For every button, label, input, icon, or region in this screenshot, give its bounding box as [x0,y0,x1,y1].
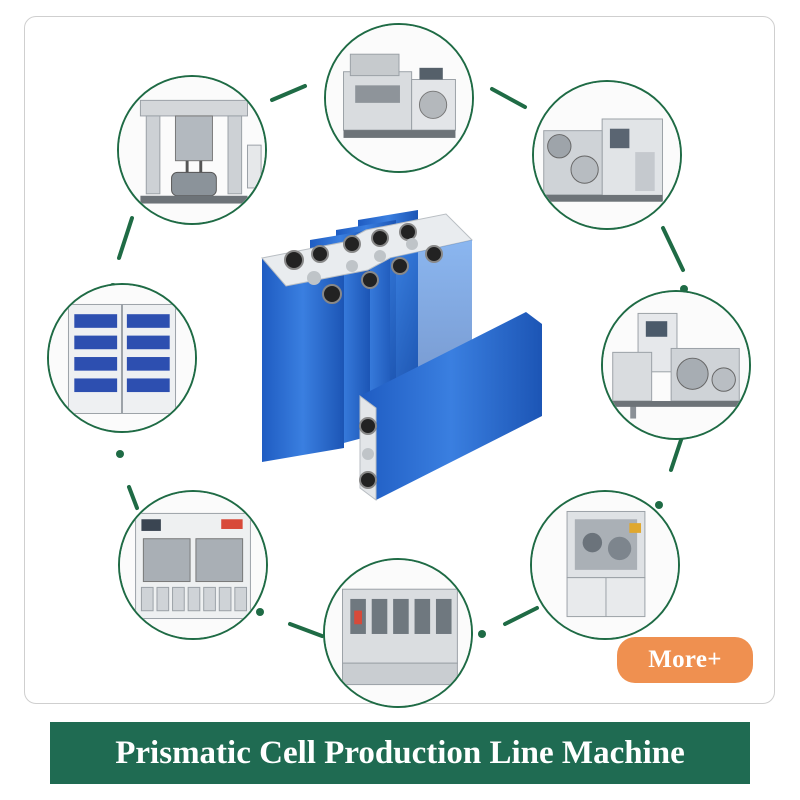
product-title-banner: Prismatic Cell Production Line Machine [50,722,750,784]
battery-tester-rack-icon [49,285,195,431]
ring-dot [655,501,663,509]
assembly-line-machine-icon [325,560,471,706]
rolling-press-machine-node[interactable] [601,290,751,440]
ring-dot [478,630,486,638]
slitting-machine-node[interactable] [532,80,682,230]
more-button[interactable]: More+ [617,637,753,683]
vacuum-mixer-icon [119,77,265,223]
ring-connector [270,84,307,102]
ring-connector [661,226,685,272]
vacuum-mixer-node[interactable] [117,75,267,225]
slitting-machine-icon [534,82,680,228]
ring-connector [117,216,134,260]
ring-connector [127,485,139,510]
rolling-press-machine-icon [603,292,749,438]
ring-connector [490,87,527,109]
cell-lying [359,312,542,501]
formation-cabinet-node[interactable] [118,490,268,640]
coating-machine-node[interactable] [324,23,474,173]
ring-dot [116,450,124,458]
ring-connector [288,622,324,638]
winding-machine-icon [532,492,678,638]
prismatic-cells-image [261,210,542,501]
ring-connector [669,435,684,472]
banner-title: Prismatic Cell Production Line Machine [115,734,685,771]
coating-machine-icon [326,25,472,171]
ring-dot [256,608,264,616]
formation-cabinet-icon [120,492,266,638]
battery-tester-rack-node[interactable] [47,283,197,433]
winding-machine-node[interactable] [530,490,680,640]
assembly-line-machine-node[interactable] [323,558,473,708]
ring-connector [503,606,539,626]
